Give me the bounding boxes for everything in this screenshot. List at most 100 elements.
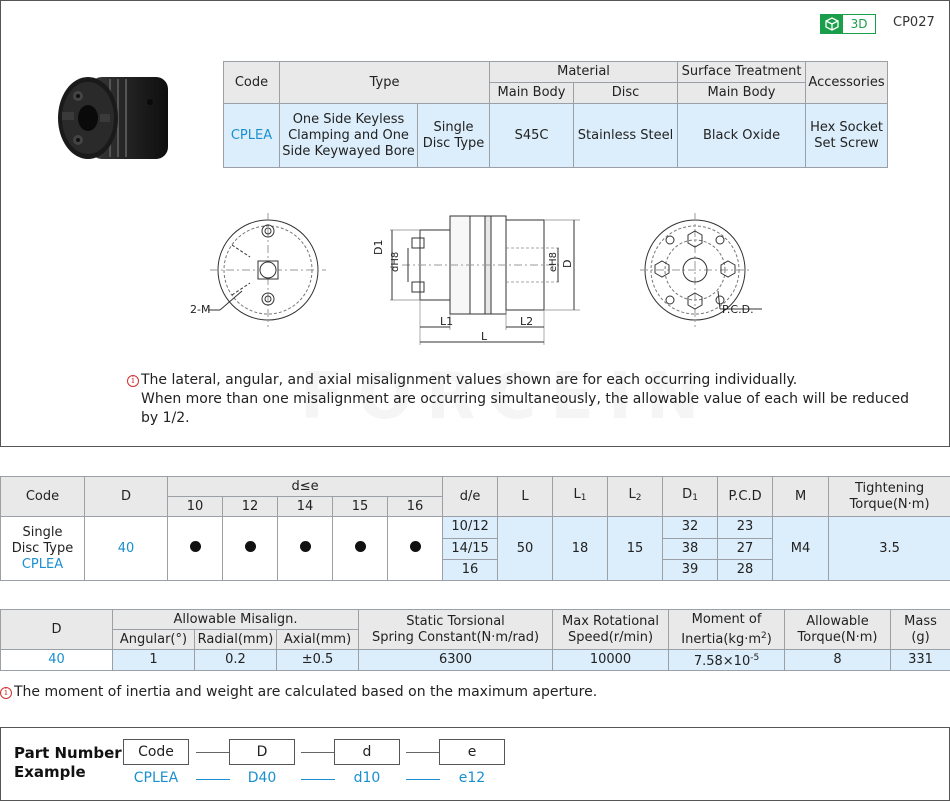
label-2m: 2-M [190, 303, 211, 316]
dim-dot-14 [277, 516, 333, 581]
dim-header-size-16: 16 [386, 496, 444, 518]
dim-de-cell-0: 10/12 [442, 516, 499, 539]
label-eh8: eH8 [548, 251, 559, 272]
dim-dot-15 [332, 516, 388, 581]
perf-header-misalign: Allowable Misalign. [111, 609, 360, 630]
dim-code-cell: Single Disc Type CPLEA [0, 516, 85, 581]
perf-header-angular: Angular(°) [112, 629, 195, 650]
dim-header-code: Code [0, 475, 85, 518]
perf-speed-cell: 10000 [552, 649, 670, 671]
dim-pcd-cell-0: 23 [717, 516, 774, 539]
availability-dot-icon [299, 540, 311, 552]
spec-main-body-cell: S45C [489, 103, 575, 168]
pn-value-code: CPLEA [133, 770, 179, 786]
spec-header-accessories: Accessories [805, 61, 889, 104]
spec-disc-cell: Stainless Steel [573, 103, 679, 168]
cube-icon [821, 15, 843, 33]
label-l1: L1 [440, 315, 454, 328]
dim-header-d-le-e: d≤e [166, 475, 444, 498]
perf-header-axial: Axial(mm) [275, 629, 360, 650]
spec-header-surface: Surface Treatment [677, 61, 807, 83]
pn-field-e: e [439, 739, 505, 765]
pn-separator [406, 752, 440, 753]
dim-d1-cell-0: 32 [662, 516, 719, 539]
spec-table: Code Type Material Surface Treatment Acc… [223, 61, 889, 168]
dim-dot-10 [167, 516, 223, 581]
perf-d-cell: 40 [0, 649, 113, 671]
perf-torque-cell: 8 [784, 649, 892, 671]
perf-radial-cell: 0.2 [194, 649, 277, 671]
dim-code-link[interactable]: CPLEA [21, 556, 64, 572]
dim-pcd-cell-2: 28 [717, 558, 774, 582]
dim-header-torque: Tightening Torque(N·m) [828, 475, 950, 518]
dim-header-size-14: 14 [277, 496, 333, 518]
dim-header-d: D [84, 475, 168, 518]
info-icon: i [127, 375, 139, 387]
spec-code-cell[interactable]: CPLEA [223, 103, 280, 168]
dim-l1-cell: 18 [552, 516, 609, 581]
product-code: CP027 [893, 15, 935, 30]
label-d: D [561, 259, 574, 268]
dim-d1-cell-1: 38 [662, 537, 719, 560]
perf-header-mass: Mass(g) [890, 609, 950, 650]
perf-header-d: D [0, 609, 113, 650]
dim-l-cell: 50 [497, 516, 554, 581]
pn-field-code: Code [123, 739, 189, 765]
spec-header-surface-main-body: Main Body [677, 82, 807, 104]
pn-value-e: e12 [458, 770, 486, 786]
dim-dot-12 [222, 516, 278, 581]
label-dh8: dH8 [390, 251, 401, 272]
dim-m-cell: M4 [772, 516, 830, 581]
part-number-title: Part Number Example [14, 744, 122, 781]
availability-dot-icon [354, 540, 366, 552]
pn-field-d: D [229, 739, 295, 765]
dim-header-l: L [497, 475, 554, 518]
spec-header-material: Material [489, 61, 679, 83]
dim-pcd-cell-1: 27 [717, 537, 774, 560]
right-view-drawing [640, 213, 762, 327]
pn-field-small-d: d [334, 739, 400, 765]
dim-header-m: M [772, 475, 830, 518]
availability-dot-icon [409, 540, 421, 552]
dim-header-size-10: 10 [167, 496, 223, 518]
dim-de-cell-1: 14/15 [442, 537, 499, 560]
pn-separator [196, 752, 230, 753]
pn-value-small-d: d10 [353, 770, 381, 786]
info-icon: i [0, 687, 12, 699]
spec-accessories-cell: Hex Socket Set Screw [805, 103, 889, 168]
perf-header-radial: Radial(mm) [194, 629, 277, 650]
label-l: L [481, 330, 488, 343]
note-line-1: The lateral, angular, and axial misalign… [141, 372, 798, 388]
label-d1: D1 [372, 239, 385, 255]
dim-header-l2: L2 [607, 475, 664, 518]
dim-header-de: d/e [442, 475, 499, 518]
3d-badge[interactable]: 3D [820, 14, 876, 34]
note-line-2: When more than one misalignment are occu… [141, 391, 909, 426]
pn-value-separator [406, 779, 440, 780]
dim-de-cell-2: 16 [442, 558, 499, 582]
dim-header-l1: L1 [552, 475, 609, 518]
dim-header-size-12: 12 [222, 496, 278, 518]
dim-d1-cell-2: 39 [662, 558, 719, 582]
pn-separator [301, 752, 335, 753]
label-pcd: P.C.D. [722, 303, 754, 316]
dim-torque-cell: 3.5 [828, 516, 950, 581]
availability-dot-icon [244, 540, 256, 552]
side-view-drawing [390, 215, 580, 345]
perf-moment-cell: 7.58×10-5 [668, 649, 786, 671]
spec-surface-cell: Black Oxide [677, 103, 807, 168]
technical-drawings [208, 213, 762, 345]
label-l2: L2 [520, 315, 534, 328]
coupling-photo [58, 77, 168, 159]
inertia-note-text: The moment of inertia and weight are cal… [14, 684, 598, 700]
spec-header-disc: Disc [573, 82, 679, 104]
spec-type-disc-cell: Single Disc Type [416, 103, 491, 168]
3d-label: 3D [850, 17, 868, 31]
dim-header-pcd: P.C.D [717, 475, 774, 518]
perf-angular-cell: 1 [112, 649, 195, 671]
